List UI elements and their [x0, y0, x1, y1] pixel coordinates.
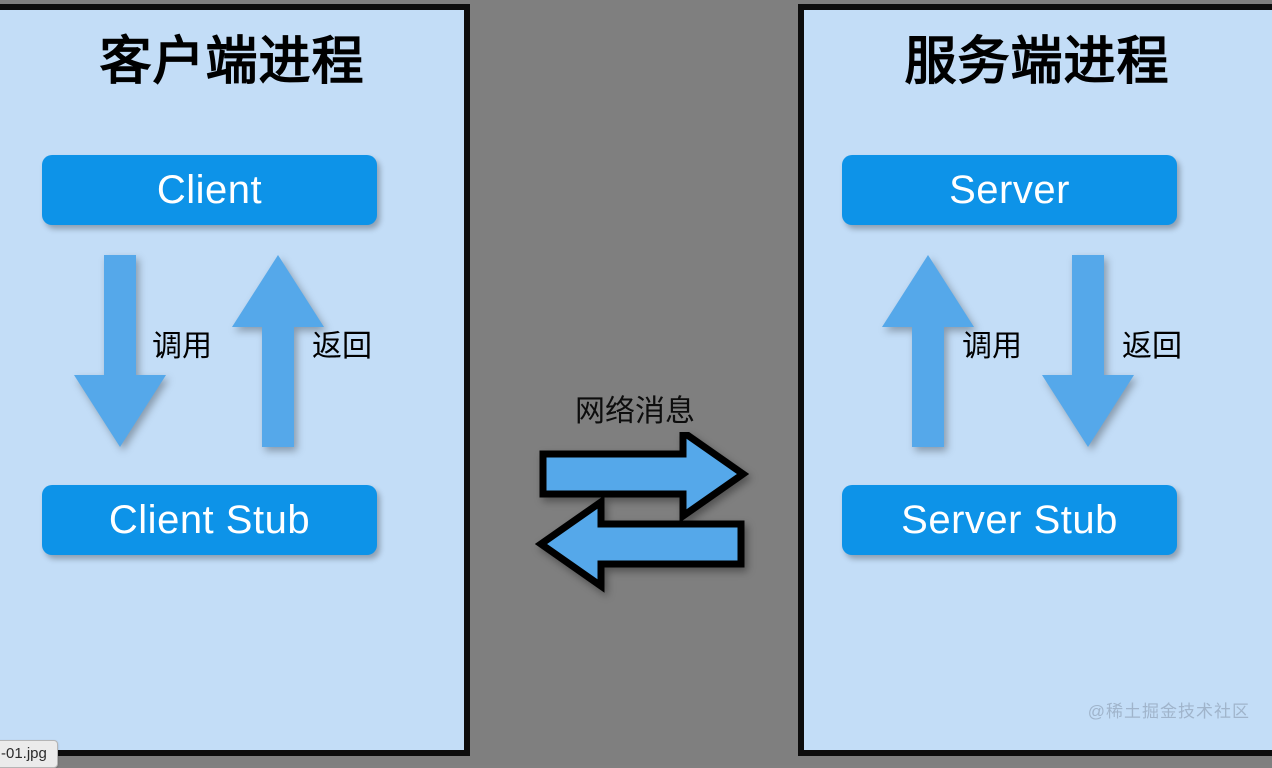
client-return-label: 返回 [312, 330, 372, 363]
server-stub-box[interactable]: Server Stub [842, 485, 1177, 555]
client-call-down-arrow-icon [74, 255, 166, 447]
network-exchange-arrows-icon [535, 432, 749, 604]
client-stub-box[interactable]: Client Stub [42, 485, 377, 555]
server-call-up-arrow-icon [882, 255, 974, 447]
client-call-label: 调用 [152, 330, 212, 363]
watermark: @稀土掘金技术社区 [1087, 702, 1250, 721]
server-process-panel: 服务端进程 Server 调用 返回 Server Stub @稀土掘金技术社区 [798, 4, 1272, 756]
client-process-title: 客户端进程 [99, 33, 365, 91]
server-return-label: 返回 [1122, 330, 1182, 363]
server-process-title: 服务端进程 [904, 33, 1170, 91]
client-return-up-arrow-icon [232, 255, 324, 447]
server-call-label: 调用 [962, 330, 1022, 363]
server-return-down-arrow-icon [1042, 255, 1134, 447]
network-message-label: 网络消息 [575, 395, 695, 428]
client-process-panel: 客户端进程 Client 调用 返回 Client Stub [0, 4, 470, 756]
server-box[interactable]: Server [842, 155, 1177, 225]
client-box[interactable]: Client [42, 155, 377, 225]
file-name-chip[interactable]: -01.jpg [0, 740, 58, 768]
